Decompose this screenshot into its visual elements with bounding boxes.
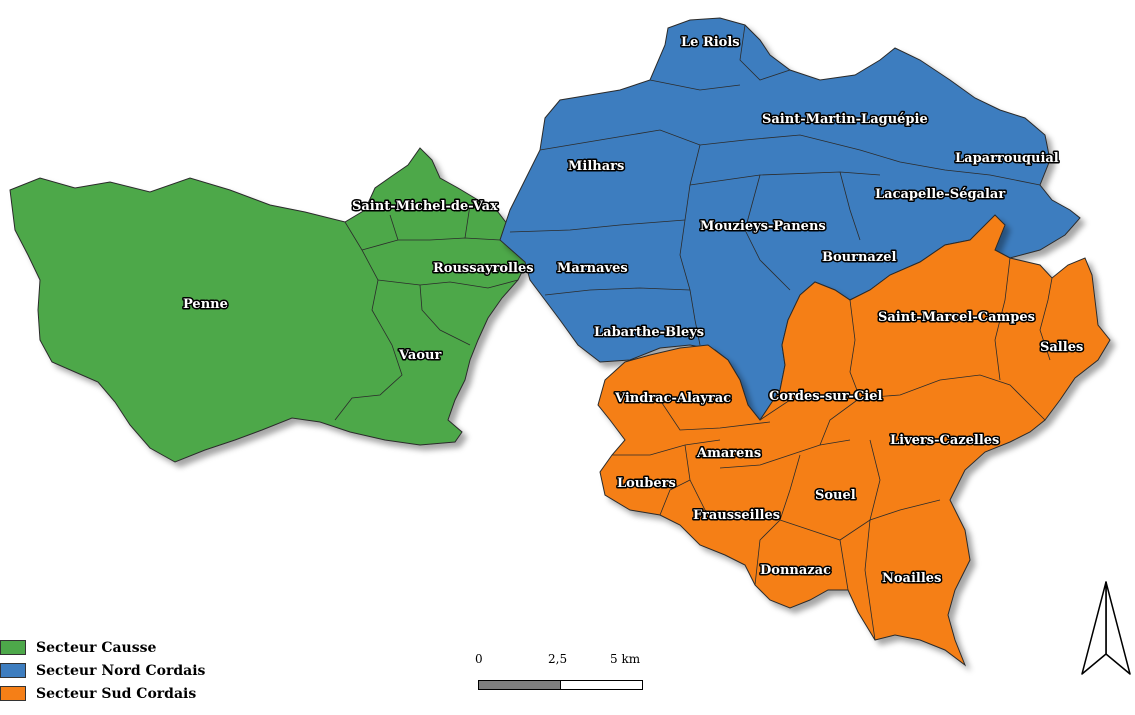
- legend-item-sud: Secteur Sud Cordais: [0, 682, 205, 705]
- label-roussayrolles: Roussayrolles: [433, 261, 534, 276]
- label-saint-marcel-campes: Saint-Marcel-Campes: [878, 310, 1035, 325]
- sector-causse: [9, 147, 529, 463]
- label-souel: Souel: [815, 488, 856, 503]
- scale-segment-dark: [479, 681, 560, 689]
- sud-boundaries: [612, 257, 1053, 641]
- scale-label-mid: 2,5: [548, 652, 568, 666]
- label-saint-martin-laguepie: Saint-Martin-Laguépie: [762, 112, 928, 127]
- legend-swatch-sud: [0, 686, 26, 701]
- label-labarthe-bleys: Labarthe-Bleys: [594, 325, 704, 340]
- label-donnazac: Donnazac: [760, 563, 831, 578]
- scale-segment-light: [560, 681, 642, 689]
- legend-item-causse: Secteur Causse: [0, 636, 205, 659]
- nord-boundaries: [509, 24, 1041, 346]
- label-loubers: Loubers: [617, 476, 676, 491]
- region-causse: [9, 147, 529, 463]
- label-lacapelle-segalar: Lacapelle-Ségalar: [875, 187, 1005, 202]
- label-frausseilles: Frausseilles: [693, 508, 780, 523]
- label-vindrac-alayrac: Vindrac-Alayrac: [614, 391, 731, 406]
- legend-swatch-nord: [0, 663, 26, 678]
- commune-labels: Penne Saint-Michel-de-Vax Roussayrolles …: [182, 34, 1085, 588]
- legend-label-nord: Secteur Nord Cordais: [36, 662, 206, 679]
- label-bournazel: Bournazel: [822, 250, 896, 265]
- legend-label-sud: Secteur Sud Cordais: [36, 685, 197, 702]
- legend-item-nord: Secteur Nord Cordais: [0, 659, 205, 682]
- label-livers-cazelles: Livers-Cazelles: [890, 433, 999, 448]
- scale-bar-segments: [478, 680, 643, 690]
- scale-label-zero: 0: [475, 652, 483, 666]
- label-le-riols: Le Riols: [681, 35, 740, 50]
- sector-sud: [597, 214, 1111, 667]
- legend-label-causse: Secteur Causse: [36, 639, 157, 656]
- label-amarens: Amarens: [696, 446, 761, 461]
- label-milhars: Milhars: [568, 159, 624, 174]
- label-noailles: Noailles: [882, 571, 941, 586]
- label-marnaves: Marnaves: [557, 261, 628, 276]
- label-penne: Penne: [183, 297, 228, 312]
- label-laparrouquial: Laparrouquial: [955, 151, 1059, 166]
- map-legend: Secteur Causse Secteur Nord Cordais Sect…: [0, 636, 205, 705]
- label-mouzieys-panens: Mouzieys-Panens: [700, 219, 826, 234]
- label-saint-michel-de-vax: Saint-Michel-de-Vax: [352, 199, 498, 214]
- legend-swatch-causse: [0, 640, 26, 655]
- label-cordes-sur-ciel: Cordes-sur-Ciel: [769, 389, 883, 404]
- causse-boundaries: [334, 204, 519, 421]
- scale-label-end: 5 km: [610, 652, 641, 666]
- scale-bar: 0 2,5 5 km: [470, 652, 650, 692]
- label-salles: Salles: [1040, 340, 1083, 355]
- label-vaour: Vaour: [398, 348, 441, 363]
- region-sud: [597, 214, 1111, 667]
- north-arrow-icon: [1081, 581, 1131, 675]
